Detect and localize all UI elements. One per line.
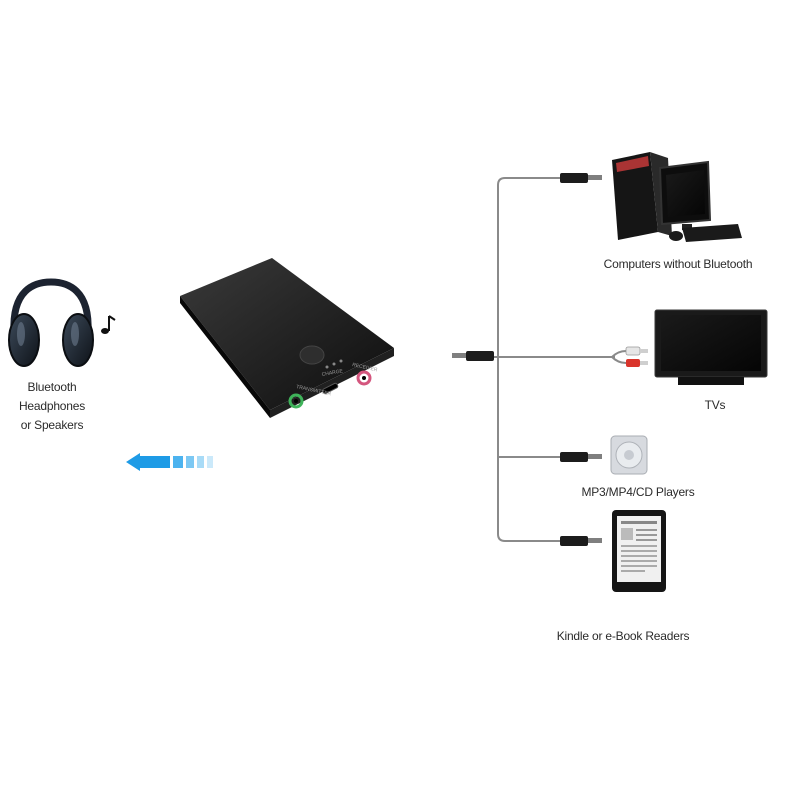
- tvs-label: TVs: [704, 398, 726, 412]
- headphones-label: Bluetooth Headphones or Speakers: [0, 378, 104, 435]
- rca-plug-icon: [611, 346, 648, 367]
- headphones-icon: [8, 278, 94, 367]
- music-note-icon: [101, 315, 116, 334]
- ebook-reader-icon: [612, 510, 666, 592]
- ebook-readers-label: Kindle or e-Book Readers: [556, 629, 690, 643]
- transmitter-device-icon: TRANSMITTER CHARGE RECEIVER: [180, 258, 394, 418]
- desktop-computer-icon: [612, 152, 742, 242]
- mp3-player-icon: [610, 435, 648, 475]
- mp3-players-label: MP3/MP4/CD Players: [581, 485, 695, 499]
- audio-jack-icon: [452, 351, 494, 361]
- headphones-label-line2: or Speakers: [20, 418, 84, 432]
- port-label-receiver: RECEIVER: [352, 362, 379, 373]
- audio-jack-icon: [560, 536, 602, 546]
- tv-icon: [654, 309, 768, 385]
- computers-label: Computers without Bluetooth: [603, 257, 753, 271]
- audio-jack-icon: [560, 173, 602, 183]
- left-arrow-icon: [126, 453, 213, 471]
- audio-jack-icon: [560, 452, 602, 462]
- cable-tree: [494, 177, 615, 542]
- headphones-label-line1: Bluetooth Headphones: [18, 380, 86, 413]
- port-label-charge: CHARGE: [321, 368, 344, 378]
